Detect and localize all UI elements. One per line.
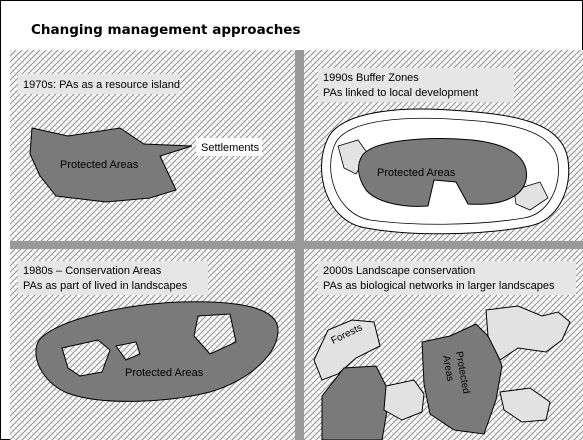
slide-title: Changing management approaches <box>31 22 301 38</box>
panel-1970s: 1970s: PAs as a resource island Protecte… <box>18 74 262 203</box>
horizontal-divider <box>10 241 583 249</box>
protected-area-label-1970s: Protected Areas <box>60 159 139 171</box>
panel-1980s: 1980s – Conservation Areas PAs as part o… <box>18 261 279 402</box>
protected-area-shape-2000s-center <box>421 323 503 435</box>
settlements-box <box>196 138 262 156</box>
heading-1980s-line1: 1980s – Conservation Areas <box>23 265 162 277</box>
protected-area-shape-1990s <box>358 138 527 207</box>
heading-2000s-line1: 2000s Landscape conservation <box>323 265 475 277</box>
heading-box-1970s <box>18 74 180 94</box>
protected-area-shape-1970s <box>29 127 193 203</box>
heading-box-2000s <box>318 261 576 295</box>
forest-patch <box>313 319 381 381</box>
protected-area-shape-1980s <box>35 301 279 402</box>
light-patch-right <box>485 305 571 361</box>
heading-1970s: 1970s: PAs as a resource island <box>23 79 180 91</box>
heading-box-1990s <box>318 68 514 102</box>
heading-2000s-line2: PAs as biological networks in larger lan… <box>323 280 555 292</box>
panel-2000s: 2000s Landscape conservation PAs as biol… <box>313 261 576 440</box>
panel-1990s: 1990s Buffer Zones PAs linked to local d… <box>318 68 570 235</box>
heading-1990s-line2: PAs linked to local development <box>323 87 478 99</box>
management-approaches-diagram: 1970s: PAs as a resource island Protecte… <box>10 50 583 440</box>
light-patch-bottom <box>499 387 551 423</box>
heading-1990s-line1: 1990s Buffer Zones <box>323 72 419 84</box>
protected-area-label-1990s: Protected Areas <box>377 167 456 179</box>
heading-1980s-line2: PAs as part of lived in landscapes <box>23 280 188 292</box>
settlements-label: Settlements <box>201 142 260 154</box>
heading-box-1980s <box>18 261 208 295</box>
areas-label-2000s: Areas <box>440 355 455 383</box>
protected-area-label-1980s: Protected Areas <box>125 367 204 379</box>
light-patch-middle <box>383 379 425 421</box>
